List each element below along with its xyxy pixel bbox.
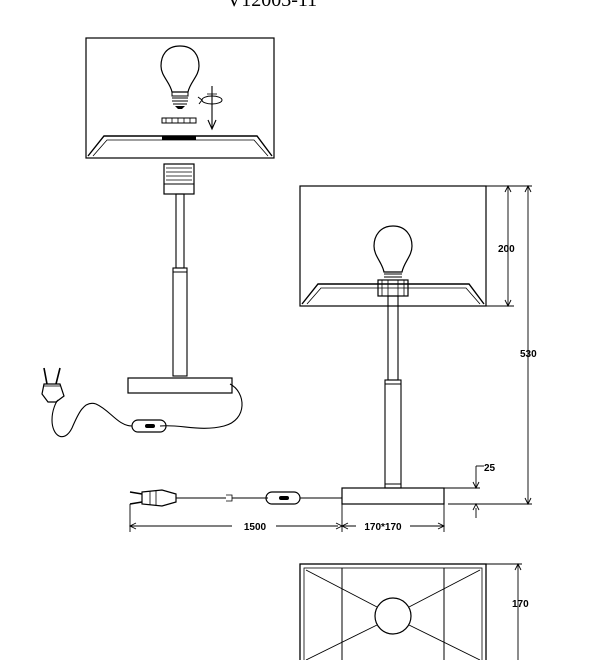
shade-ring-plate [161,117,197,124]
rotate-arrow-icon [197,86,223,131]
top-view-base-edges [341,568,445,660]
dim-base-size: 170*170 [364,522,402,533]
top-view-center-hub [374,597,412,635]
exploded-cable-end [159,383,243,429]
bulb-icon [160,45,200,109]
assembled-upper-stem [387,295,399,381]
assembled-shade [299,185,487,307]
dimension-lines [128,184,532,660]
exploded-shade-rim [87,135,273,157]
exploded-cable-start [51,399,133,438]
exploded-shade [85,37,275,159]
top-view-outer-frame [299,563,487,660]
assembled-bulb-icon [373,225,413,278]
dim-total-height: 530 [520,349,537,360]
threaded-socket [163,163,195,195]
assembled-lower-stem [384,379,402,489]
dim-top-view-depth: 170 [512,599,529,610]
assembled-plug-icon [129,489,177,507]
top-view-spokes [305,569,481,660]
assembled-shade-rim [301,283,485,305]
dim-shade-height: 200 [498,244,515,255]
exploded-assembly-view [41,37,275,438]
dim-base-thickness: 25 [484,463,496,474]
top-view [299,563,487,660]
drawing-title: V12003-11 [227,0,317,11]
assembled-switch-icon [265,491,301,505]
dim-cable-length: 1500 [244,522,267,533]
upper-stem [175,193,185,269]
plug-icon [41,367,65,403]
lower-stem [172,267,188,377]
assembled-side-view [129,185,487,507]
exploded-base [127,377,233,394]
assembled-base [341,487,445,505]
top-view-inner-frame [303,567,483,660]
